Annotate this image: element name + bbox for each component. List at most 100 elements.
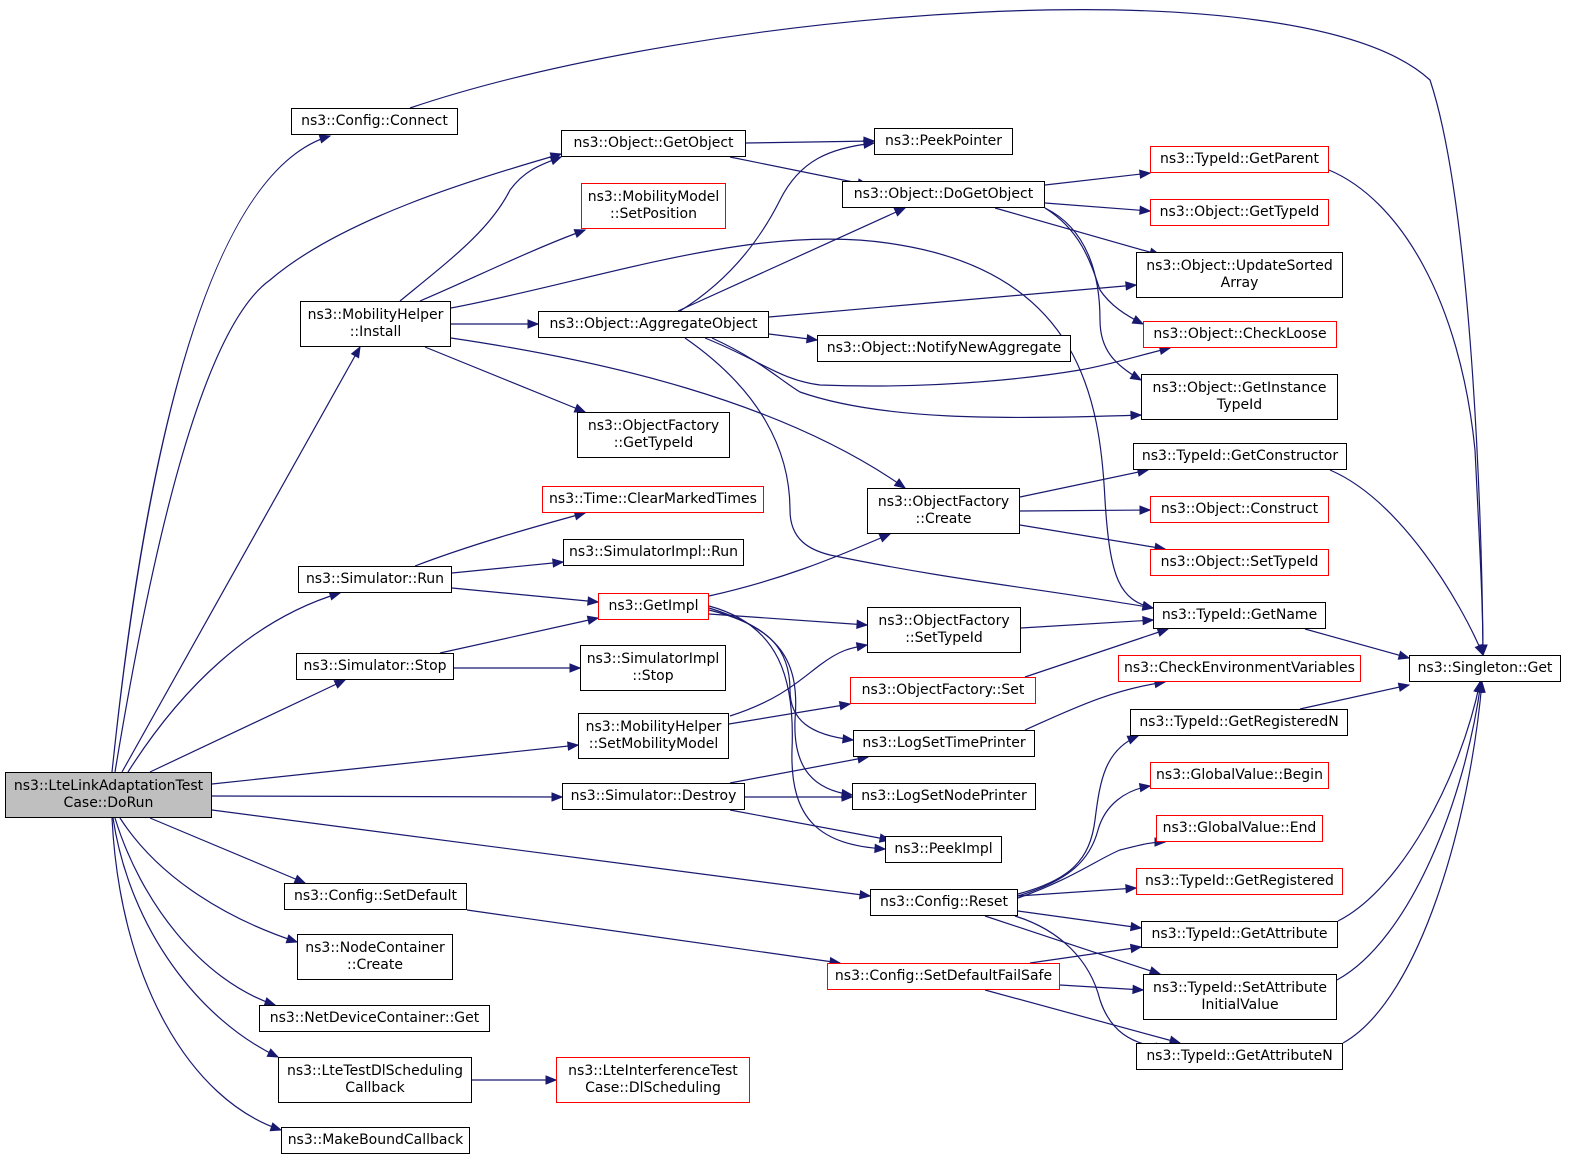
node-getimpl[interactable]: ns3::GetImpl [598, 593, 709, 620]
node-object-getobject[interactable]: ns3::Object::GetObject [561, 130, 746, 157]
node-label: ns3::Singleton::Get [1417, 660, 1553, 676]
node-objectfactory-gettypeid[interactable]: ns3::ObjectFactory ::GetTypeId [577, 412, 730, 458]
edge-object-aggregateobject-to-object-updatesortedarray [768, 281, 1138, 318]
node-simulator-destroy[interactable]: ns3::Simulator::Destroy [562, 783, 745, 810]
node-time-clearmarkedtimes[interactable]: ns3::Time::ClearMarkedTimes [542, 486, 764, 513]
edge-mobilityhelper-install-to-objectfactory-create [450, 337, 907, 489]
arrowhead [841, 792, 854, 802]
node-typeid-getconstructor[interactable]: ns3::TypeId::GetConstructor [1133, 443, 1347, 470]
edge-objectfactory-settypeid-to-typeid-getname [1020, 615, 1155, 629]
edge-root-to-mobilityhelper-install [121, 345, 361, 773]
edge-objectfactory-create-to-typeid-getconstructor [1019, 467, 1150, 498]
node-netdevicecontainer-get[interactable]: ns3::NetDeviceContainer::Get [259, 1005, 490, 1032]
arrowhead [1125, 883, 1138, 894]
node-label: ns3::ObjectFactory::Set [861, 682, 1025, 698]
edge-mobilityhelper-setmobilitymodel-to-objectfactory-set [728, 701, 852, 725]
node-checkenvironmentvariables[interactable]: ns3::CheckEnvironmentVariables [1118, 655, 1361, 682]
node-label: ns3::Object::CheckLoose [1153, 326, 1327, 342]
arrowhead [863, 139, 876, 149]
arrowhead [527, 319, 540, 329]
node-globalvalue-begin[interactable]: ns3::GlobalValue::Begin [1150, 762, 1329, 789]
arrowhead [1139, 169, 1152, 179]
node-typeid-getparent[interactable]: ns3::TypeId::GetParent [1150, 146, 1329, 173]
node-typeid-setattributeinitialvalue[interactable]: ns3::TypeId::SetAttribute InitialValue [1143, 974, 1337, 1020]
node-mobilitymodel-setposition[interactable]: ns3::MobilityModel ::SetPosition [581, 183, 726, 229]
node-label: ns3::TypeId::GetName [1161, 607, 1318, 623]
node-mobilityhelper-setmobilitymodel[interactable]: ns3::MobilityHelper ::SetMobilityModel [578, 713, 729, 759]
node-singleton-get[interactable]: ns3::Singleton::Get [1409, 655, 1561, 682]
edge-simulator-stop-to-simulatorimpl-stop [454, 663, 582, 673]
node-typeid-getattribute[interactable]: ns3::TypeId::GetAttribute [1141, 921, 1338, 948]
node-typeid-getregisteredn[interactable]: ns3::TypeId::GetRegisteredN [1130, 709, 1348, 736]
node-simulator-run[interactable]: ns3::Simulator::Run [298, 566, 452, 593]
node-config-setdefault[interactable]: ns3::Config::SetDefault [284, 883, 467, 910]
node-nodecontainer-create[interactable]: ns3::NodeContainer ::Create [297, 934, 453, 980]
arrowhead [874, 843, 887, 854]
node-label: ns3::ObjectFactory ::Create [877, 494, 1010, 527]
node-ltetestdlschedulingcallback[interactable]: ns3::LteTestDlScheduling Callback [278, 1057, 472, 1103]
arrowhead [1397, 650, 1411, 660]
node-label: ns3::TypeId::GetConstructor [1141, 448, 1339, 464]
node-lteinterferencetestcase-dlscheduling[interactable]: ns3::LteInterferenceTest Case::DlSchedul… [556, 1057, 750, 1103]
node-peekimpl[interactable]: ns3::PeekImpl [885, 836, 1002, 863]
node-label: ns3::Object::GetInstance TypeId [1152, 380, 1327, 413]
node-label: ns3::MakeBoundCallback [287, 1132, 464, 1148]
arrowhead [573, 229, 587, 239]
node-label: ns3::Time::ClearMarkedTimes [549, 491, 757, 507]
edge-ltetestdlschedulingcallback-to-lteinterferencetestcase-dlscheduling [472, 1075, 558, 1085]
node-typeid-getname[interactable]: ns3::TypeId::GetName [1153, 602, 1326, 629]
node-object-updatesortedarray[interactable]: ns3::Object::UpdateSorted Array [1136, 252, 1343, 298]
node-label: ns3::LogSetNodePrinter [861, 788, 1027, 804]
node-object-notifynewaggregate[interactable]: ns3::Object::NotifyNewAggregate [817, 335, 1071, 362]
node-object-aggregateobject[interactable]: ns3::Object::AggregateObject [538, 311, 769, 338]
node-config-setdefaultfailsafe[interactable]: ns3::Config::SetDefaultFailSafe [827, 963, 1060, 990]
arrowhead [318, 134, 332, 144]
node-object-construct[interactable]: ns3::Object::Construct [1150, 496, 1329, 523]
edge-mobilityhelper-install-to-mobilitymodel-setposition [419, 229, 587, 302]
node-typeid-getregistered[interactable]: ns3::TypeId::GetRegistered [1136, 868, 1343, 895]
node-label: ns3::SimulatorImpl ::Stop [586, 651, 720, 684]
edge-config-reset-to-typeid-getattribute [1017, 910, 1143, 932]
edge-object-dogetobject-to-typeid-getparent [1044, 169, 1152, 186]
edge-simulator-run-to-simulatorimpl-run [451, 558, 565, 574]
edge-root-to-simulator-destroy [211, 792, 564, 802]
node-objectfactory-create[interactable]: ns3::ObjectFactory ::Create [867, 488, 1020, 534]
node-label: ns3::Object::NotifyNewAggregate [826, 340, 1062, 356]
node-simulator-stop[interactable]: ns3::Simulator::Stop [296, 653, 454, 680]
node-label: ns3::GlobalValue::End [1162, 820, 1317, 836]
node-mobilityhelper-install[interactable]: ns3::MobilityHelper ::Install [300, 301, 451, 347]
node-typeid-getattributen[interactable]: ns3::TypeId::GetAttributeN [1136, 1043, 1343, 1070]
node-object-gettypeid[interactable]: ns3::Object::GetTypeId [1150, 199, 1329, 226]
node-logsettimeprinter[interactable]: ns3::LogSetTimePrinter [853, 730, 1035, 757]
edge-config-reset-to-typeid-getregisteredn [1017, 735, 1140, 895]
arrowhead [1129, 943, 1143, 954]
node-label: ns3::Simulator::Stop [303, 658, 447, 674]
node-object-dogetobject[interactable]: ns3::Object::DoGetObject [842, 181, 1045, 208]
node-simulatorimpl-stop[interactable]: ns3::SimulatorImpl ::Stop [580, 645, 726, 691]
node-label: ns3::LteLinkAdaptationTest Case::DoRun [13, 778, 204, 811]
node-peekpointer[interactable]: ns3::PeekPointer [874, 128, 1013, 155]
arrowhead [266, 1048, 280, 1058]
node-objectfactory-set[interactable]: ns3::ObjectFactory::Set [850, 677, 1036, 704]
arrowhead [893, 207, 907, 217]
node-globalvalue-end[interactable]: ns3::GlobalValue::End [1156, 815, 1323, 842]
node-config-connect[interactable]: ns3::Config::Connect [291, 108, 458, 135]
edge-object-dogetobject-to-object-getinstancetypeid [1044, 207, 1143, 381]
arrowhead [1131, 315, 1145, 325]
node-config-reset[interactable]: ns3::Config::Reset [870, 889, 1018, 916]
arrowhead [855, 642, 869, 652]
node-label: ns3::MobilityHelper ::Install [307, 307, 444, 340]
node-object-checkloose[interactable]: ns3::Object::CheckLoose [1143, 321, 1337, 348]
node-objectfactory-settypeid[interactable]: ns3::ObjectFactory ::SetTypeId [867, 607, 1021, 653]
node-object-getinstancetypeid[interactable]: ns3::Object::GetInstance TypeId [1141, 374, 1338, 420]
node-object-settypeid[interactable]: ns3::Object::SetTypeId [1150, 549, 1329, 576]
edge-root-to-ltetestdlschedulingcallback [112, 817, 280, 1058]
node-logsetnodeprinter[interactable]: ns3::LogSetNodePrinter [852, 783, 1036, 810]
node-root[interactable]: ns3::LteLinkAdaptationTest Case::DoRun [5, 772, 212, 818]
node-makeboundcallback[interactable]: ns3::MakeBoundCallback [281, 1127, 470, 1154]
node-label: ns3::Config::SetDefault [293, 888, 457, 904]
node-simulatorimpl-run[interactable]: ns3::SimulatorImpl::Run [563, 539, 744, 566]
edge-root-to-nodecontainer-create [119, 817, 299, 944]
arrowhead [587, 596, 600, 606]
node-label: ns3::MobilityHelper ::SetMobilityModel [585, 719, 722, 752]
